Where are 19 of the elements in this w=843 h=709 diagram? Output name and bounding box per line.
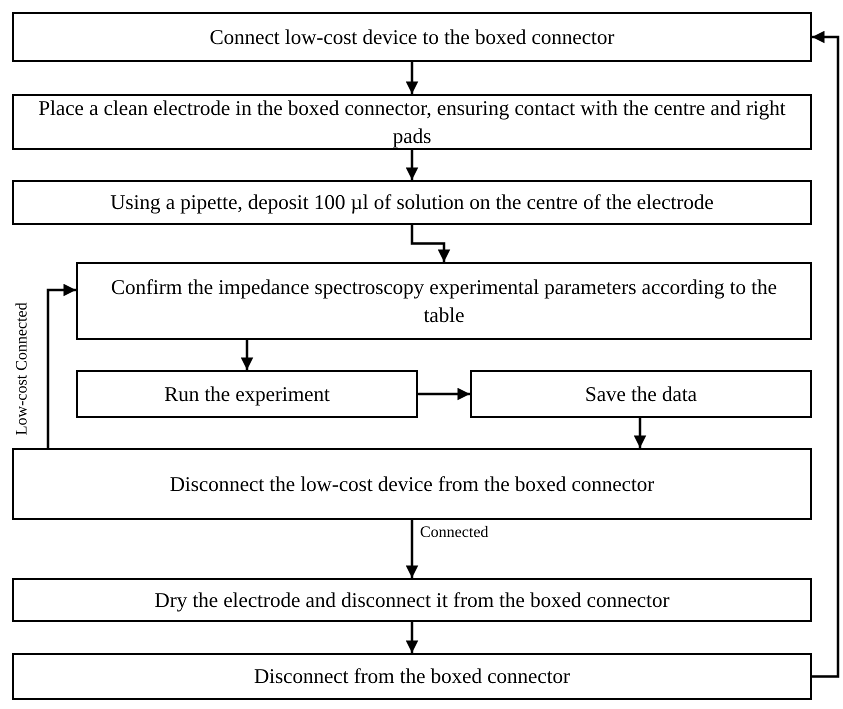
arrow — [406, 150, 418, 180]
process-box: Dry the electrode and disconnect it from the boxed connector — [12, 578, 812, 622]
arrow — [406, 520, 418, 578]
arrow — [240, 340, 254, 370]
arrow — [812, 30, 840, 678]
arrow — [634, 418, 646, 448]
process-box: Disconnect from the boxed connector — [12, 653, 812, 700]
process-box: Save the data — [470, 370, 812, 418]
process-box: Run the experiment — [76, 370, 418, 418]
process-box: Connect low-cost device to the boxed connector — [12, 12, 812, 62]
arrow — [406, 622, 418, 653]
process-box: Disconnect the low-cost device from the boxed connector — [12, 448, 812, 520]
process-box: Confirm the impedance spectroscopy experimental parameters according to the table — [76, 262, 812, 340]
arrow — [418, 388, 470, 400]
arrow — [46, 284, 76, 448]
process-box: Place a clean electrode in the boxed connector, ensuring contact with the centre and right pads — [12, 94, 812, 150]
process-box: Using a pipette, deposit 100 µl of solution on the centre of the electrode — [12, 180, 812, 225]
arrow — [406, 62, 418, 94]
arrow — [410, 225, 450, 262]
